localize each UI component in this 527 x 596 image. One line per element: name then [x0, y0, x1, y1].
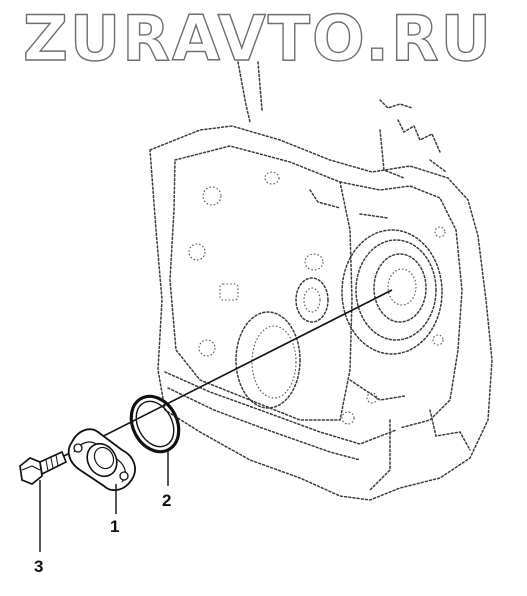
- bolt-part: [19, 450, 68, 485]
- callout-label-3: 3: [34, 557, 43, 576]
- o-ring-part: [129, 394, 181, 454]
- engine-housing: [149, 61, 493, 501]
- callout-label-2: 2: [162, 491, 171, 510]
- assembly-axis-line: [59, 289, 393, 459]
- watermark-logo: ZURAVTO.RU: [23, 2, 493, 75]
- callout-label-1: 1: [110, 517, 119, 536]
- cover-plate-part: [67, 428, 136, 491]
